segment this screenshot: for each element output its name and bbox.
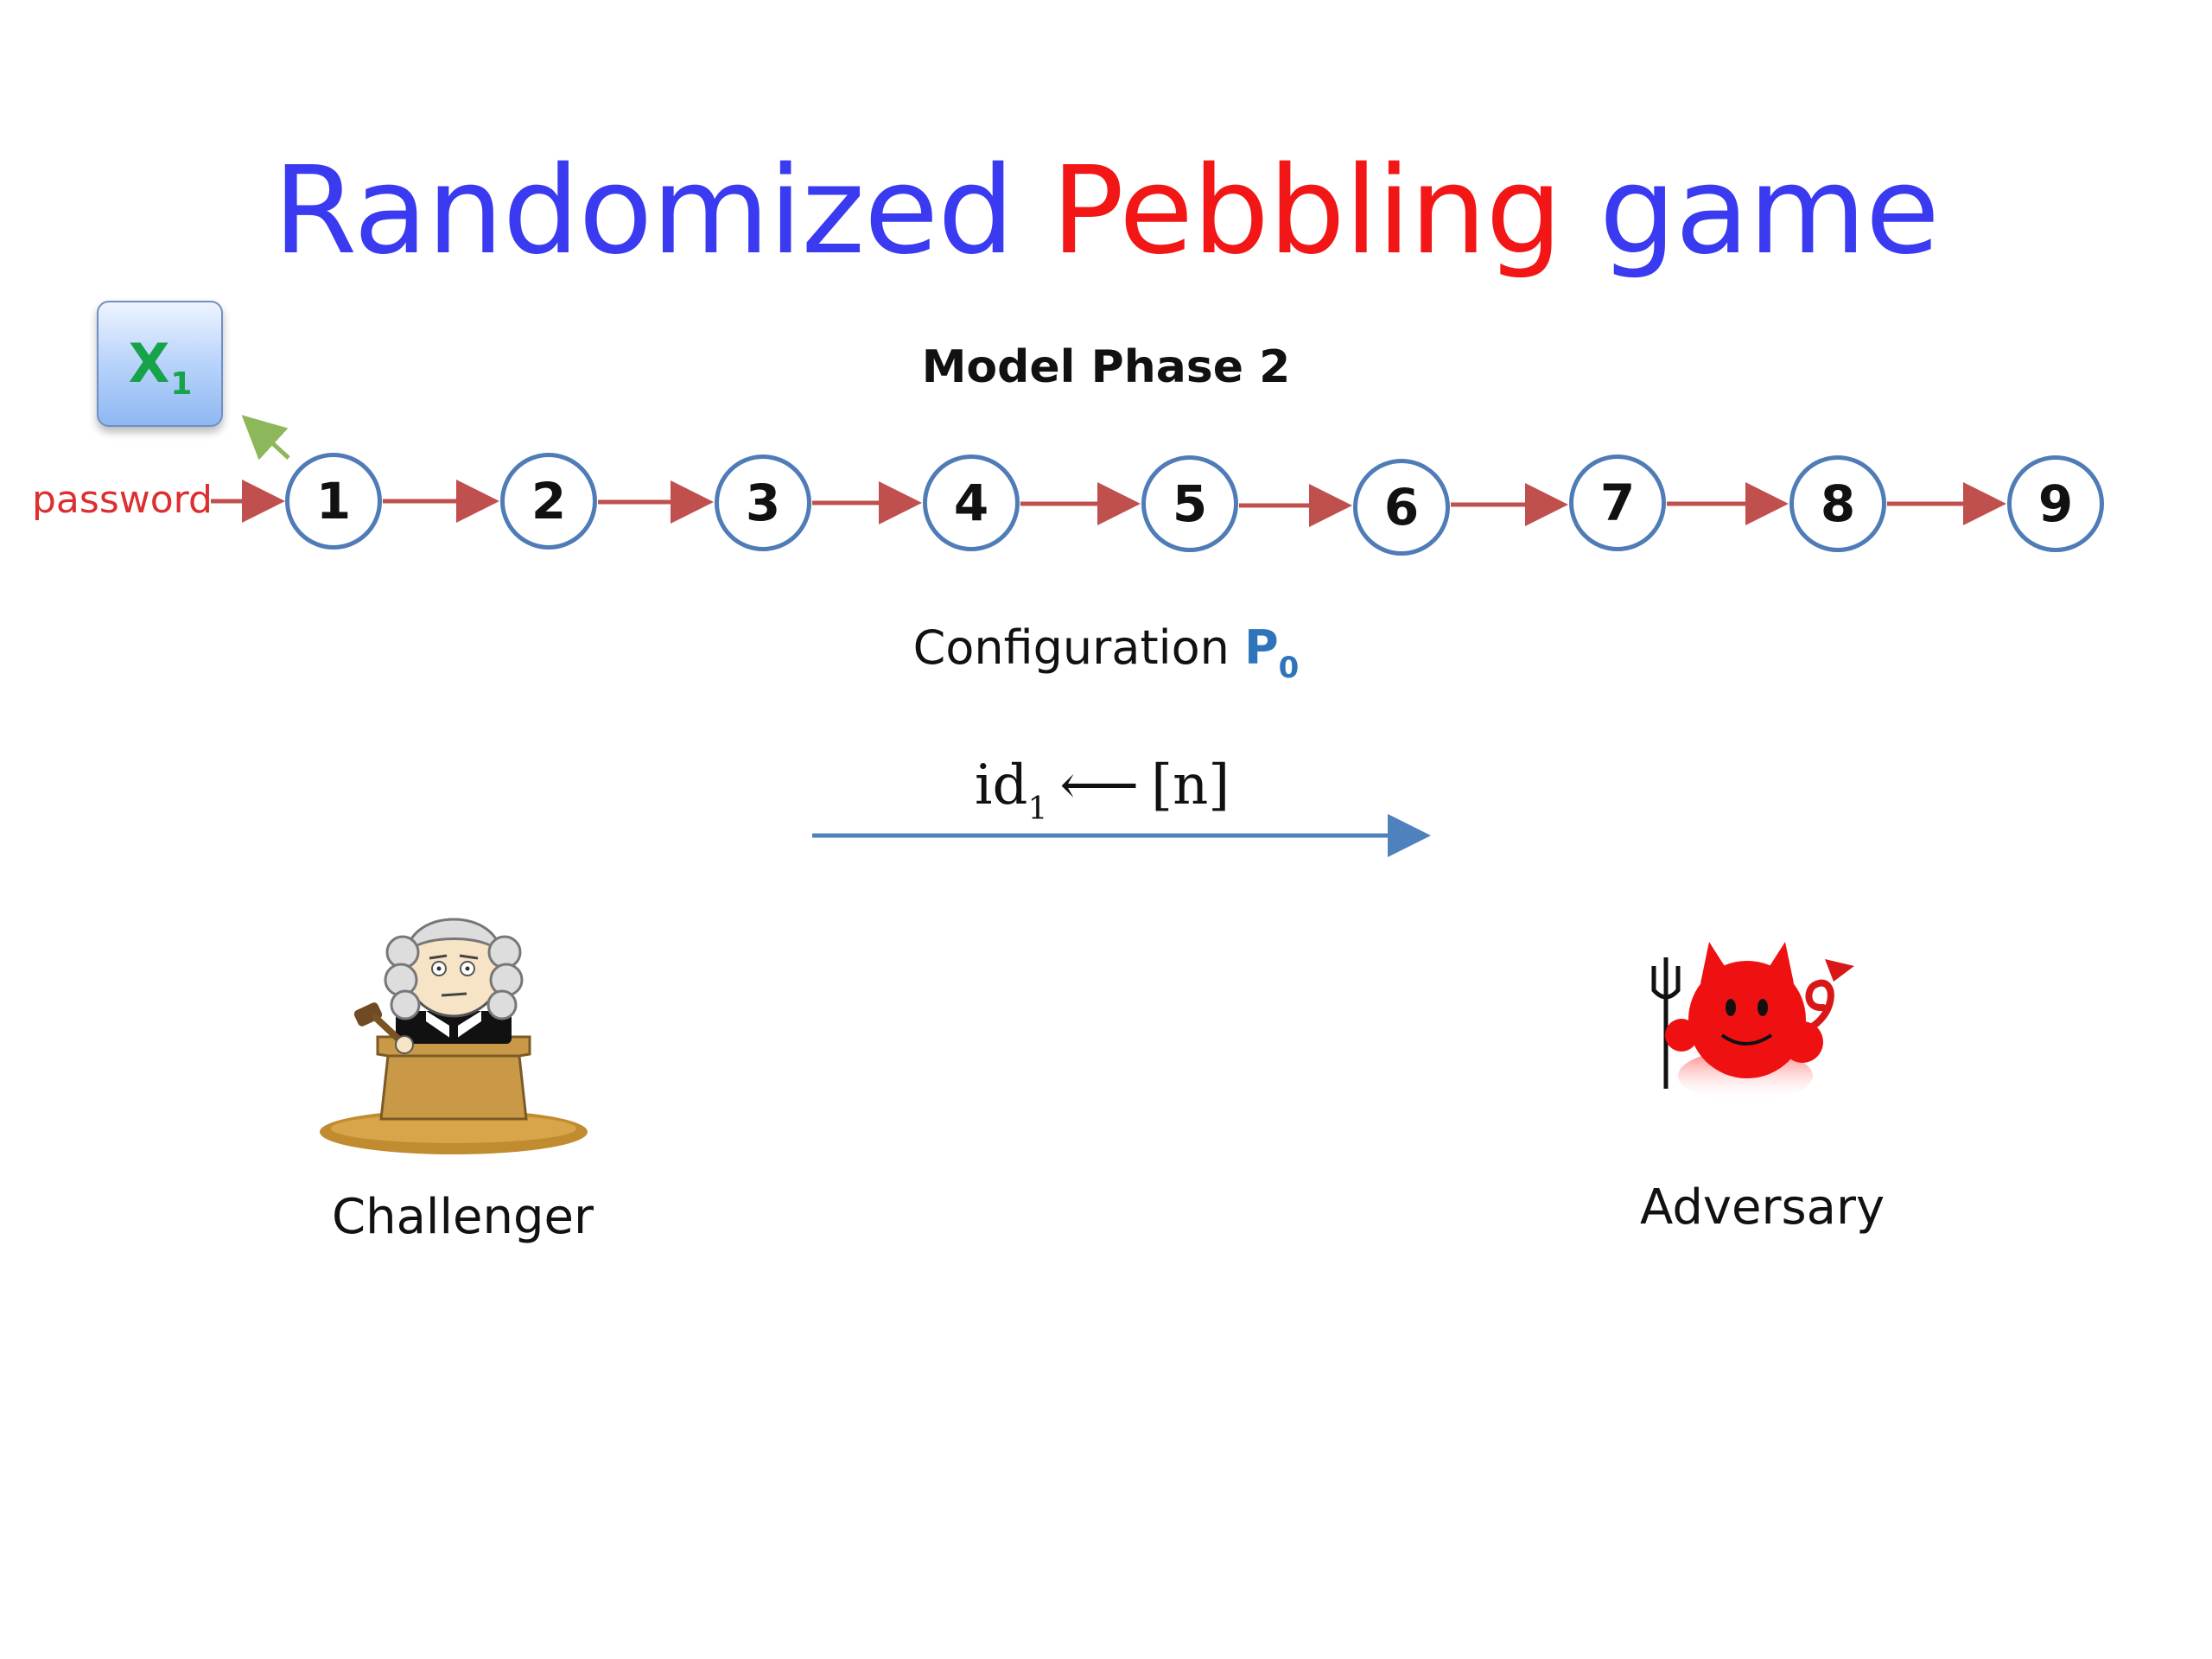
id-symbol: id <box>975 753 1028 817</box>
password-label: password <box>32 478 213 522</box>
id-set: [n] <box>1151 753 1230 817</box>
x1-symbol: X <box>128 332 170 395</box>
x1-link-arrow <box>241 415 290 461</box>
chain-node-2: 2 <box>500 453 597 550</box>
devil-icon <box>1651 942 1854 1102</box>
configuration-text: Configuration <box>912 620 1230 675</box>
model-phase-label: Model Phase 2 <box>921 341 1291 393</box>
chain-node-6: 6 <box>1353 459 1450 556</box>
assign-arrow: ⟵ <box>1059 753 1140 817</box>
chain-node-1: 1 <box>285 453 382 550</box>
chain-node-5: 5 <box>1141 455 1238 552</box>
title-pebbling: Pebbling <box>1051 141 1563 282</box>
judge-icon <box>320 918 588 1154</box>
x1-label: X1 <box>129 337 193 400</box>
id-assignment-expression: id1 ⟵[n] <box>975 753 1230 827</box>
challenger-label: Challenger <box>332 1189 594 1245</box>
configuration-label: Configuration P0 <box>0 620 2212 685</box>
title-randomized: Randomized <box>273 141 1014 282</box>
slide-title: Randomized Pebbling game <box>0 138 2212 285</box>
chain-node-4: 4 <box>923 454 1020 551</box>
chain-node-9: 9 <box>2007 455 2104 552</box>
configuration-subscript: 0 <box>1278 651 1300 685</box>
chain-node-7: 7 <box>1569 454 1666 551</box>
chain-node-8: 8 <box>1789 455 1886 552</box>
id-subscript: 1 <box>1027 791 1048 827</box>
adversary-label: Adversary <box>1640 1179 1885 1236</box>
chain-node-3: 3 <box>715 454 811 551</box>
x1-subscript: 1 <box>170 366 192 402</box>
configuration-symbol: P <box>1244 620 1279 675</box>
title-game: game <box>1599 141 1940 282</box>
x1-box: X1 <box>97 301 223 427</box>
